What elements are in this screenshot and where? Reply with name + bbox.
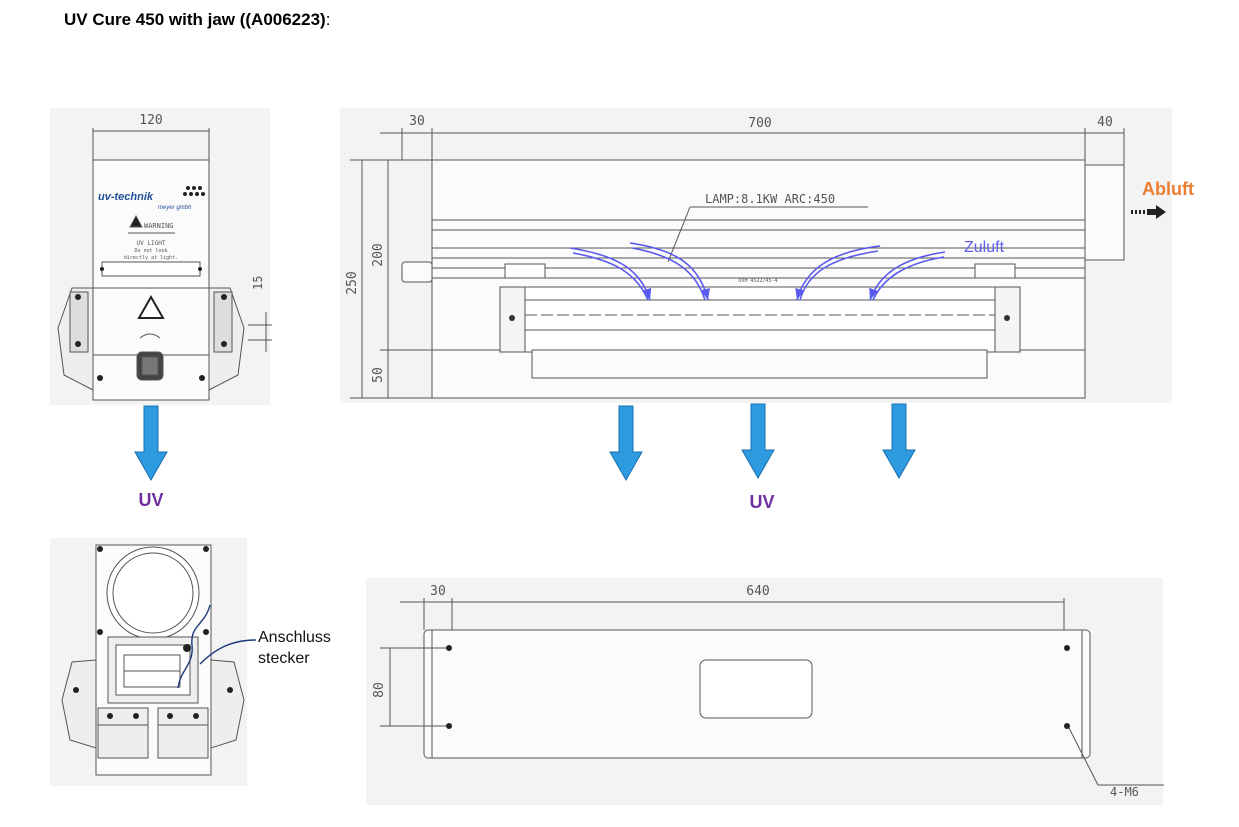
warning-line1: UV LIGHT — [137, 240, 166, 247]
side-dim-lower: 50 — [371, 367, 386, 383]
connector-cable — [177, 604, 257, 689]
side-dim-length: 700 — [748, 116, 771, 131]
title-text: UV Cure 450 with jaw ((A006223) — [64, 10, 326, 29]
bottom-dim-height: 80 — [372, 682, 387, 698]
front-dim-width: 120 — [139, 113, 162, 128]
lamp-small-label: UVH 4522/45-4 — [738, 278, 777, 284]
front-view — [57, 128, 272, 401]
uv-label-right: UV — [749, 492, 774, 512]
zuluft-label: Zuluft — [964, 239, 1005, 256]
side-dim-left: 30 — [409, 114, 425, 129]
zuluft-arrows — [569, 242, 946, 301]
back-view — [61, 544, 245, 776]
bottom-dim-left: 30 — [430, 584, 446, 599]
warning-line2: Do not look — [134, 248, 167, 254]
bottom-dim-length: 640 — [746, 584, 769, 599]
title-colon: : — [325, 10, 331, 29]
warning-line3: directly at light. — [124, 255, 178, 261]
bottom-holes-label: 4-M6 — [1110, 785, 1139, 799]
uv-label-left: UV — [138, 490, 163, 510]
page-title: UV Cure 450 with jaw ((A006223): — [64, 10, 330, 30]
side-dim-upper: 200 — [371, 243, 386, 266]
bottom-view — [380, 598, 1164, 786]
connector-label-line2: stecker — [258, 650, 310, 667]
side-dim-right: 40 — [1097, 115, 1113, 130]
warning-text: WARNING — [144, 222, 174, 230]
front-dim-side: 15 — [251, 276, 265, 290]
abluft-arrow — [1131, 205, 1166, 219]
side-dim-height: 250 — [345, 271, 360, 294]
connector-label-line1: Anschluss — [258, 629, 331, 646]
brand-sub-text: meyer gmbh — [158, 205, 192, 211]
brand-logo-text: uv-technik — [98, 191, 154, 203]
side-view — [350, 128, 1125, 399]
uv-arrows — [134, 403, 916, 482]
abluft-label: Abluft — [1142, 179, 1194, 199]
lamp-label: LAMP:8.1KW ARC:450 — [705, 192, 835, 206]
